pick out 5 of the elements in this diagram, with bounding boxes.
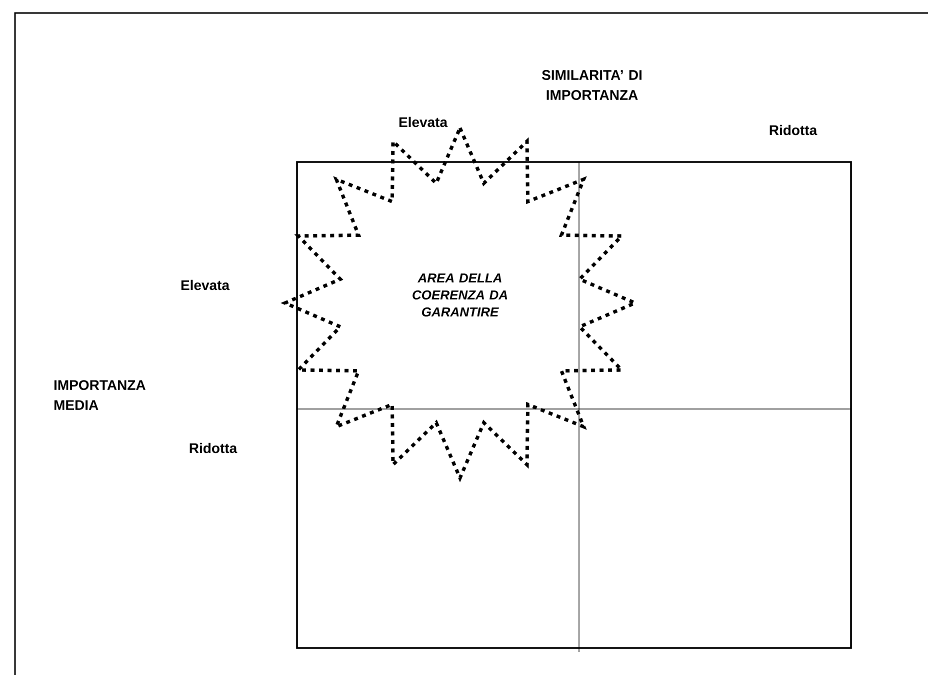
axis-label: SIMILARITA’ DI IMPORTANZA (542, 70, 642, 100)
axis-label: Elevata (181, 280, 230, 290)
axis-label: Ridotta (190, 442, 238, 454)
axis-label: IMPORTANZA MEDIA (54, 380, 146, 410)
axis-label: Ridotta (770, 124, 818, 136)
